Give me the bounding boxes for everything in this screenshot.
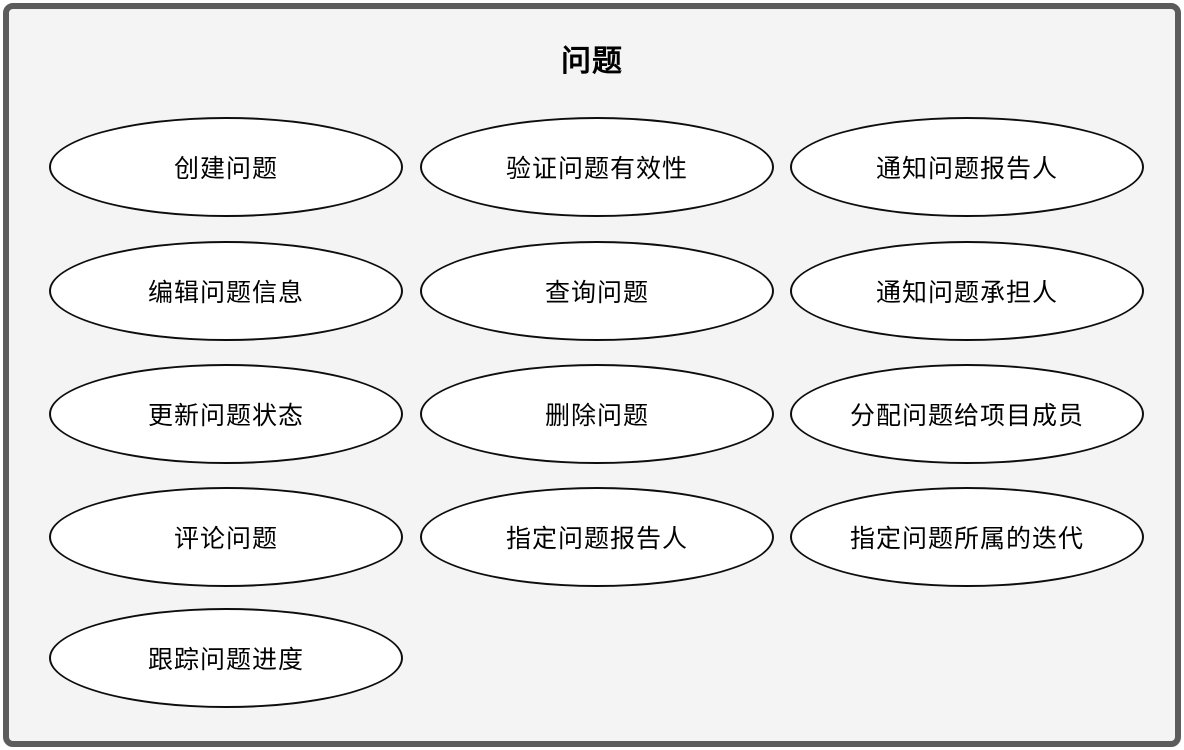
diagram-title: 问题 <box>561 45 623 78</box>
use-case-ellipse: 查询问题 <box>420 241 774 341</box>
use-case-ellipse: 创建问题 <box>49 117 403 217</box>
use-case-ellipse: 评论问题 <box>49 487 403 587</box>
use-case-ellipse: 指定问题所属的迭代 <box>790 487 1144 587</box>
use-case-ellipse: 指定问题报告人 <box>420 487 774 587</box>
use-case-ellipse: 更新问题状态 <box>49 364 403 464</box>
use-case-ellipse: 验证问题有效性 <box>420 117 774 217</box>
use-case-ellipse: 分配问题给项目成员 <box>790 364 1144 464</box>
use-case-ellipse: 跟踪问题进度 <box>49 608 403 708</box>
use-case-ellipse: 通知问题报告人 <box>790 117 1144 217</box>
diagram-frame: 问题 创建问题验证问题有效性通知问题报告人编辑问题信息查询问题通知问题承担人更新… <box>3 3 1181 747</box>
use-case-ellipse: 通知问题承担人 <box>790 241 1144 341</box>
use-case-ellipse: 删除问题 <box>420 364 774 464</box>
use-case-ellipse: 编辑问题信息 <box>49 241 403 341</box>
